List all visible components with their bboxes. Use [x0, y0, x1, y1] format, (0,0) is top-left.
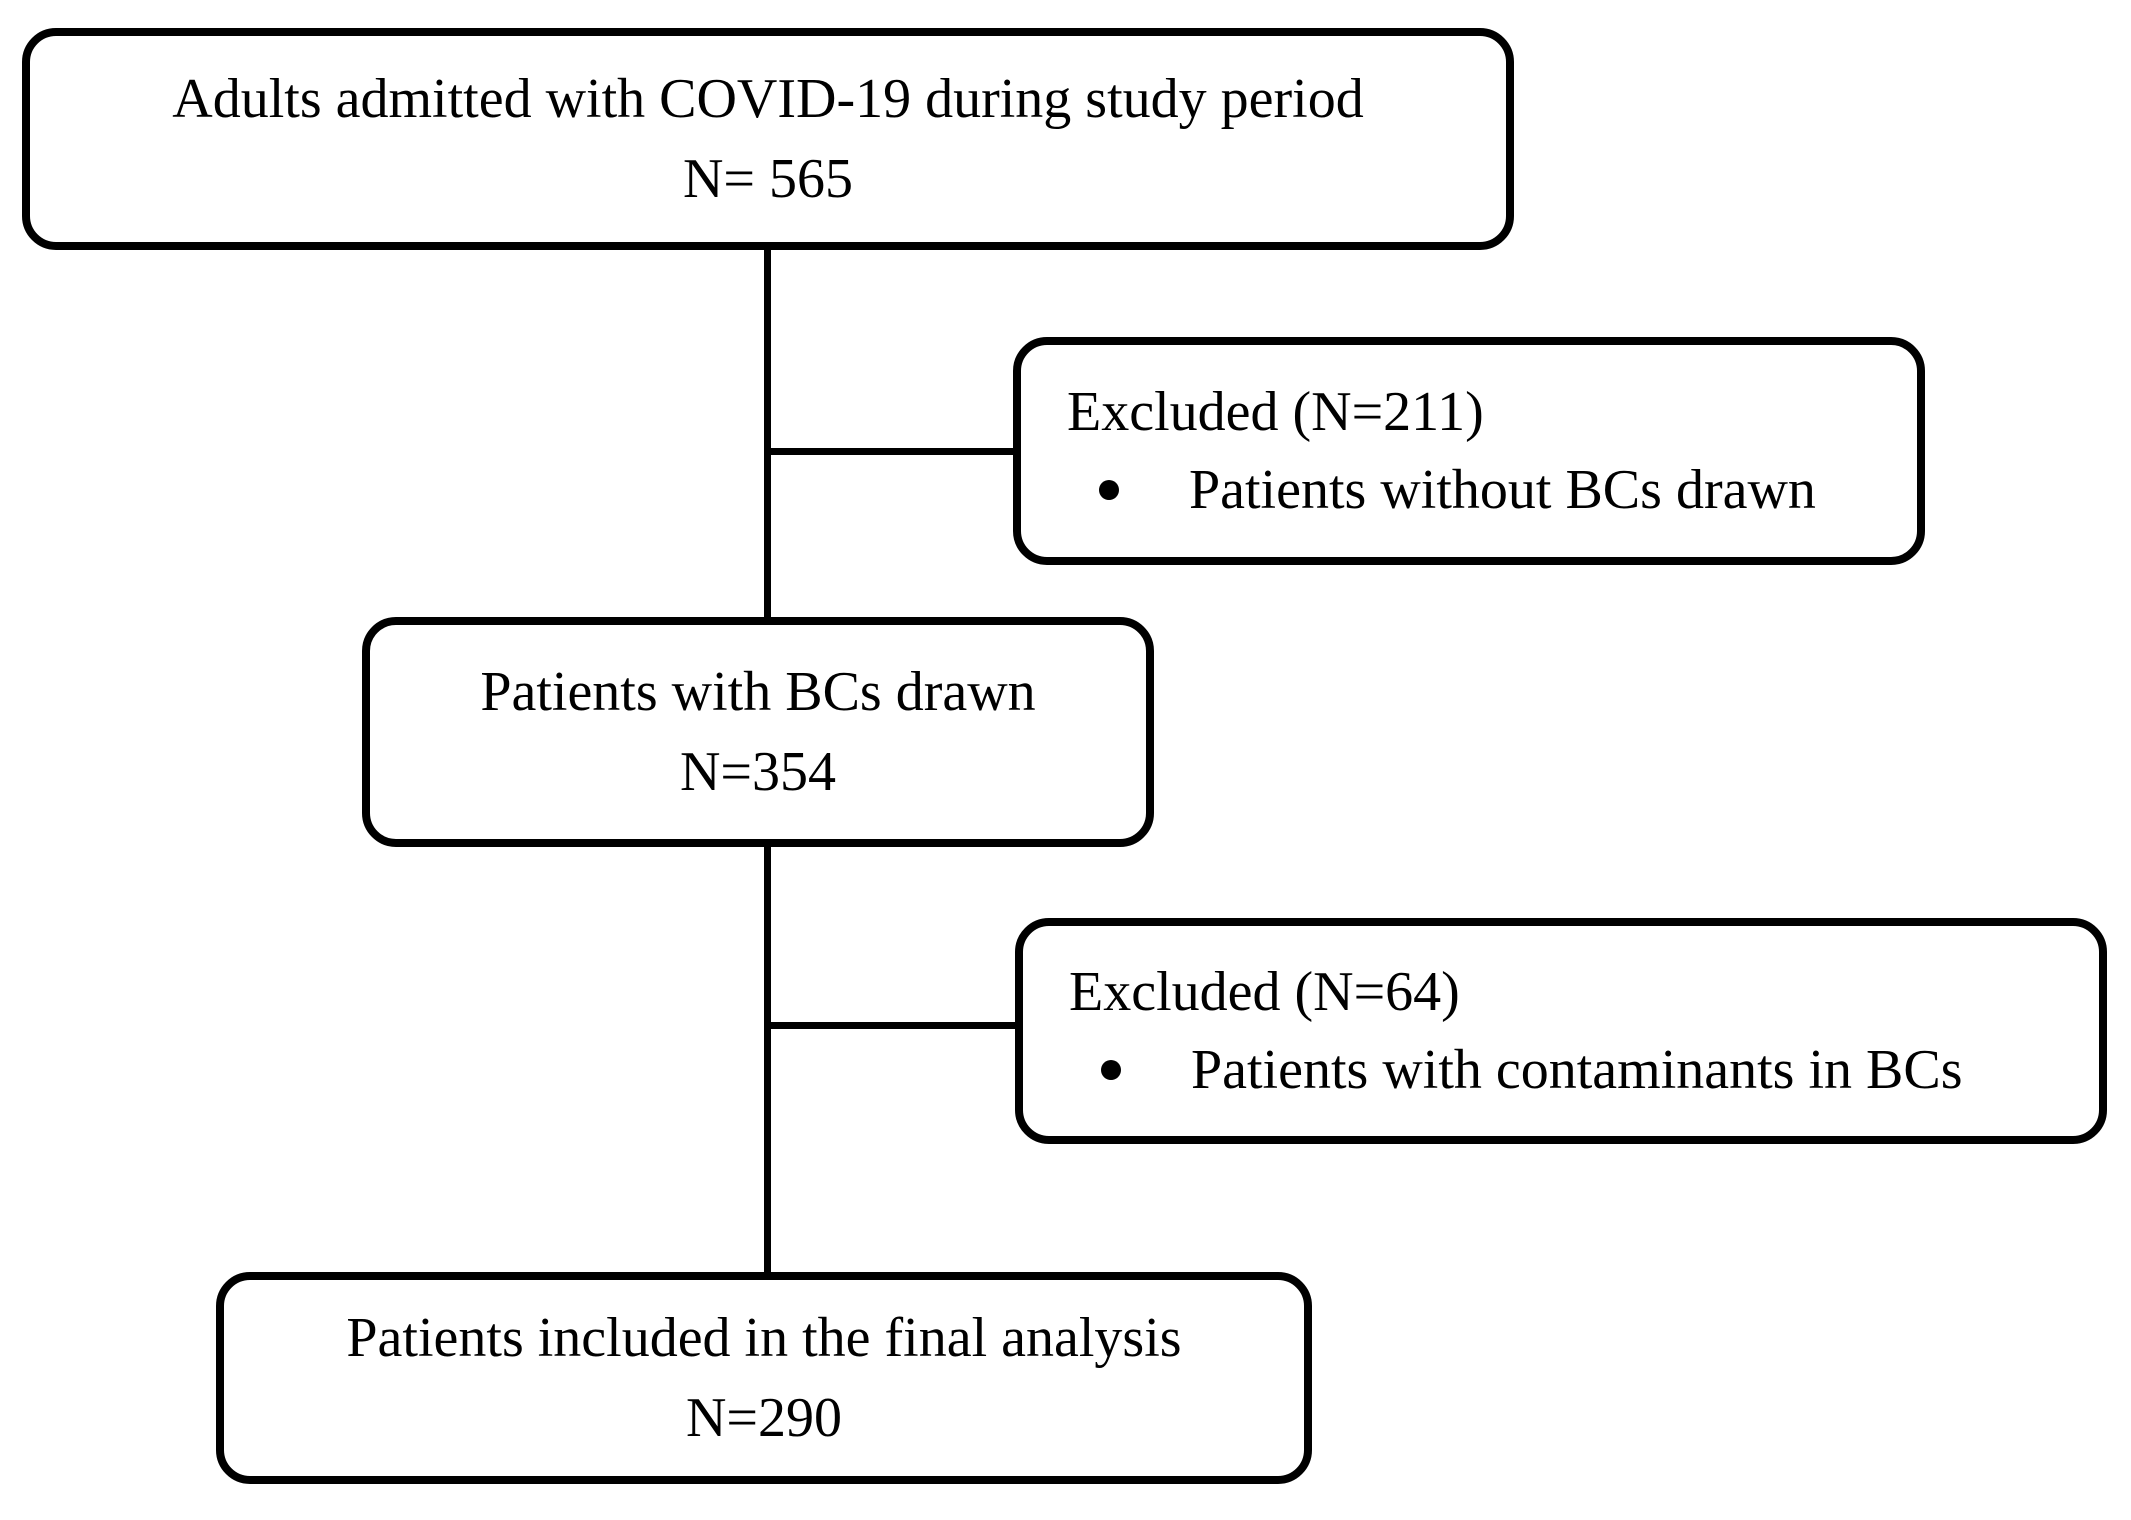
bullet-icon [1101, 1060, 1121, 1080]
node-excluded-no-bcs-reason: Patients without BCs drawn [1189, 459, 1816, 521]
node-bcs-drawn: Patients with BCs drawn N=354 [362, 617, 1154, 847]
node-excluded-no-bcs: Excluded (N=211) Patients without BCs dr… [1013, 337, 1925, 565]
connector-branch-excluded-1 [768, 448, 1016, 455]
node-adults-admitted-label: Adults admitted with COVID-19 during stu… [172, 68, 1364, 130]
bullet-icon [1099, 480, 1119, 500]
node-bcs-drawn-count: N=354 [679, 741, 837, 803]
connector-middle-to-bottom [764, 845, 771, 1275]
excluded-no-bcs-bullet-row: Patients without BCs drawn [1099, 451, 1917, 529]
connector-branch-excluded-2 [768, 1022, 1018, 1029]
node-excluded-contaminants-title: Excluded (N=64) [1069, 961, 1460, 1023]
node-bcs-drawn-label: Patients with BCs drawn [480, 661, 1036, 723]
connector-top-to-middle [764, 248, 771, 620]
node-adults-admitted: Adults admitted with COVID-19 during stu… [22, 28, 1514, 250]
node-final-analysis: Patients included in the final analysis … [216, 1272, 1312, 1484]
node-final-analysis-label: Patients included in the final analysis [346, 1307, 1182, 1369]
node-adults-admitted-count: N= 565 [682, 148, 854, 210]
node-excluded-contaminants-reason: Patients with contaminants in BCs [1191, 1039, 1963, 1101]
node-excluded-contaminants: Excluded (N=64) Patients with contaminan… [1015, 918, 2107, 1144]
node-final-analysis-count: N=290 [685, 1387, 843, 1449]
excluded-contaminants-bullet-row: Patients with contaminants in BCs [1101, 1031, 2099, 1109]
node-excluded-no-bcs-title: Excluded (N=211) [1067, 381, 1484, 443]
